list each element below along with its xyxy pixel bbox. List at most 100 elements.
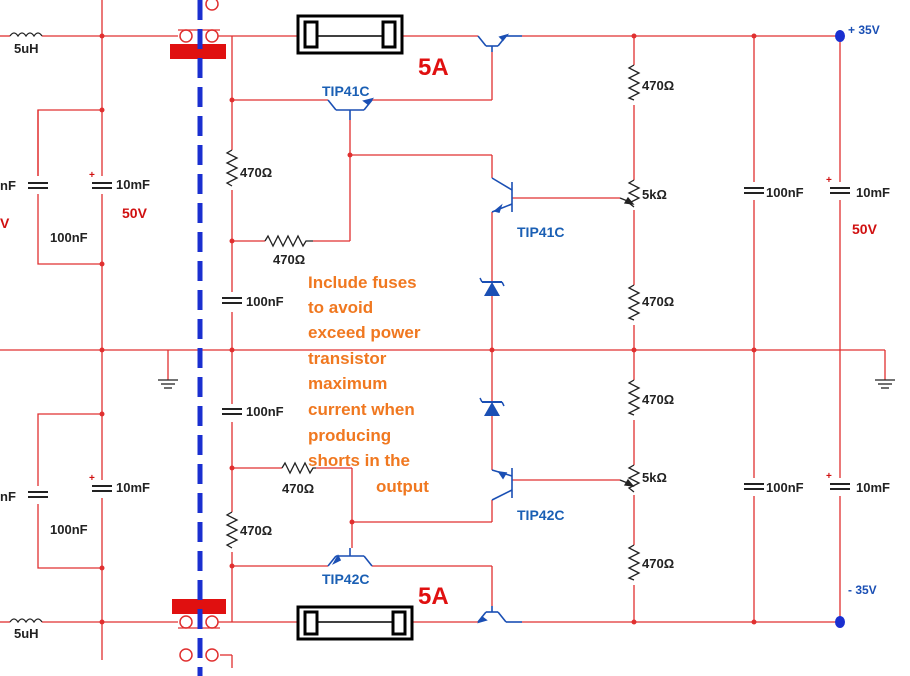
cap-mid-bottom-100nF: [222, 408, 242, 415]
terminal-negative: [835, 616, 845, 628]
wire-masks: [31, 65, 847, 585]
svg-text:+: +: [826, 175, 832, 186]
ground-icon-right: [875, 379, 895, 389]
cap-left-bottom-100nF: [28, 491, 48, 498]
zener-diodes: [479, 277, 505, 416]
resistor-470-right-1: [627, 64, 641, 101]
pot-wipers: [619, 196, 635, 487]
cap-right-top-100nF: [744, 187, 764, 194]
note-line: Include fuses: [308, 273, 417, 292]
label-fuse-bottom-rating: 5A: [418, 583, 449, 610]
ground-icon-left: [158, 379, 178, 389]
fuse-bottom: [296, 605, 414, 641]
resistors: [225, 64, 641, 581]
label-cap-left-top: 10mF: [116, 177, 150, 192]
labels: 5uH 5uH nF nF V 10mF 50V 100nF 10mF 100n…: [0, 23, 890, 641]
label-cap-right-top-small: 100nF: [766, 185, 804, 200]
inductor-bottom: [9, 618, 43, 624]
rail-terminals: [835, 30, 845, 628]
junction-dots: [99, 33, 757, 625]
label-res-top-left: 470Ω: [240, 165, 272, 180]
resistor-470-right-3: [627, 379, 641, 416]
label-cap-right-bottom-small: 100nF: [766, 480, 804, 495]
label-cap-right-top: 10mF: [856, 185, 890, 200]
label-cap-partial-bottom: nF: [0, 489, 16, 504]
inductor-top: [9, 32, 43, 38]
label-cap-mid-top: 100nF: [246, 294, 284, 309]
label-res-bottom-left: 470Ω: [240, 523, 272, 538]
inductors: [9, 32, 43, 624]
ground-symbols: [158, 379, 895, 389]
note-line: transistor: [308, 349, 387, 368]
svg-text:+: +: [89, 473, 95, 484]
label-cap-partial-top: nF: [0, 178, 16, 193]
annotation-note: Include fuses to avoid exceed power tran…: [308, 273, 429, 496]
note-line: maximum: [308, 374, 387, 393]
label-cap-left-top-small: 100nF: [50, 230, 88, 245]
note-line: to avoid: [308, 298, 373, 317]
note-line: shorts in the: [308, 451, 410, 470]
cap-left-top-100nF: [28, 182, 48, 189]
label-cap-right-bottom: 10mF: [856, 480, 890, 495]
transistor-output-top-rail: [477, 33, 522, 52]
label-pot-bottom: 5kΩ: [642, 470, 667, 485]
breaker-bottom: [172, 599, 226, 662]
capacitors: [28, 182, 850, 498]
resistor-470-top-mid: [264, 234, 313, 248]
resistor-470-right-2: [627, 284, 641, 321]
note-line: exceed power: [308, 323, 421, 342]
diode-top: [479, 277, 505, 296]
label-transistor-output-bottom: TIP42C: [517, 507, 564, 523]
label-rail-positive: + 35V: [848, 23, 880, 37]
transistor-driver-tip41c: [327, 97, 375, 120]
fuse-top: [296, 14, 404, 55]
label-cap-left-bottom-small: 100nF: [50, 522, 88, 537]
label-fuse-top-rating: 5A: [418, 54, 449, 81]
label-rail-negative: - 35V: [848, 583, 877, 597]
svg-text:+: +: [89, 170, 95, 181]
transistor-output-bottom-rail: [477, 606, 522, 624]
cap-right-top-10mF: [830, 187, 850, 194]
label-inductor-bottom: 5uH: [14, 626, 39, 641]
label-res-bottom-mid: 470Ω: [282, 481, 314, 496]
label-cap-left-bottom: 10mF: [116, 480, 150, 495]
terminal-positive: [835, 30, 845, 42]
resistor-470-top-left: [225, 149, 239, 187]
label-transistor-driver-top: TIP41C: [322, 83, 369, 99]
note-line: current when: [308, 400, 415, 419]
cap-right-bottom-10mF: [830, 483, 850, 490]
transistor-output-tip41c: [491, 177, 513, 213]
label-res-right-1: 470Ω: [642, 78, 674, 93]
transistors: [327, 33, 522, 624]
label-res-right-3: 470Ω: [642, 392, 674, 407]
note-line: output: [376, 477, 429, 496]
label-transistor-output-top: TIP41C: [517, 224, 564, 240]
label-cap-left-top-voltage: 50V: [122, 205, 148, 221]
label-res-top-mid: 470Ω: [273, 252, 305, 267]
pot-5k-bottom: [627, 464, 641, 493]
wires: [0, 0, 886, 668]
label-partial-v: V: [0, 215, 10, 231]
resistor-470-bottom-mid: [281, 461, 316, 475]
resistor-470-right-4: [627, 544, 641, 581]
transistor-driver-tip42c: [327, 548, 373, 567]
svg-text:+: +: [826, 471, 832, 482]
label-inductor-top: 5uH: [14, 41, 39, 56]
label-cap-mid-bottom: 100nF: [246, 404, 284, 419]
label-pot-top: 5kΩ: [642, 187, 667, 202]
polarity-marks: + + + +: [89, 170, 832, 484]
note-line: producing: [308, 426, 391, 445]
cap-left-top-10mF: [92, 182, 112, 189]
label-transistor-driver-bottom: TIP42C: [322, 571, 369, 587]
cap-right-bottom-100nF: [744, 483, 764, 490]
cap-left-bottom-10mF: [92, 485, 112, 492]
label-cap-right-top-voltage: 50V: [852, 221, 878, 237]
breaker-top: [170, 0, 226, 59]
resistor-470-bottom-left: [225, 511, 239, 549]
label-res-right-4: 470Ω: [642, 556, 674, 571]
diode-bottom: [479, 397, 505, 416]
label-res-right-2: 470Ω: [642, 294, 674, 309]
cap-mid-top-100nF: [222, 297, 242, 304]
